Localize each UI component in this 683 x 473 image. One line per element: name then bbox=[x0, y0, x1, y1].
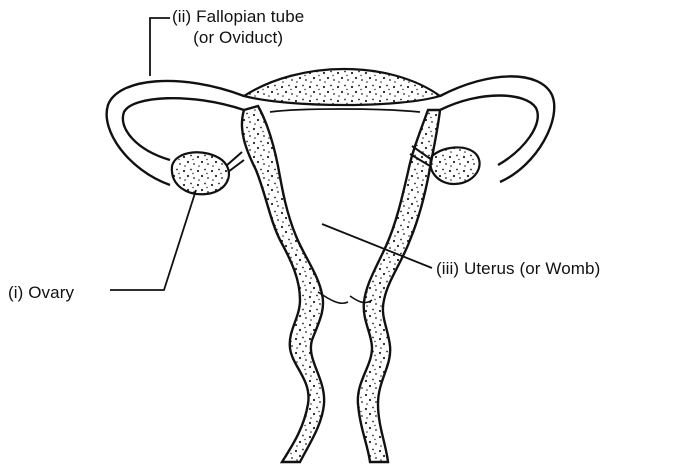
fallopian-tube-label-line1: (ii) Fallopian tube bbox=[172, 6, 304, 27]
fallopian-tube-label-line2: (or Oviduct) bbox=[172, 27, 304, 48]
leader-line-fallopian bbox=[150, 18, 170, 76]
ovary-label: (i) Ovary bbox=[8, 282, 74, 303]
left-ovary bbox=[172, 152, 229, 194]
uterus-right-wall bbox=[358, 110, 440, 462]
leader-line-uterus bbox=[322, 224, 432, 268]
uterine-cavity bbox=[270, 109, 420, 112]
right-ovary bbox=[430, 147, 479, 184]
uterus-left-wall bbox=[242, 106, 324, 462]
uterus-fundus bbox=[244, 69, 440, 105]
leader-line-ovary bbox=[110, 190, 196, 290]
fallopian-tube-label: (ii) Fallopian tube (or Oviduct) bbox=[172, 6, 304, 48]
uterus-label: (iii) Uterus (or Womb) bbox=[436, 258, 600, 279]
